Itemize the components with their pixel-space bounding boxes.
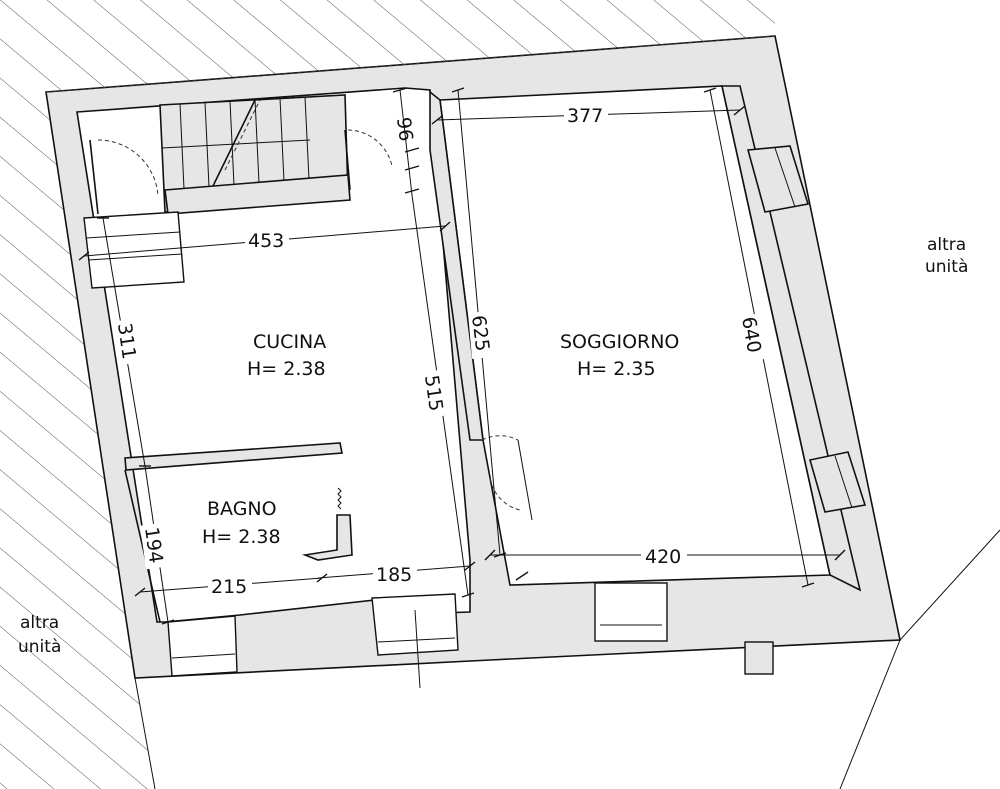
door-entrance	[89, 139, 159, 215]
window-bottom-bagno	[167, 615, 238, 677]
dim-515: 515	[420, 374, 447, 413]
adjacent-left-line1: altra	[20, 613, 59, 633]
room-soggiorno-height: H= 2.35	[577, 358, 656, 380]
dim-420: 420	[645, 546, 681, 568]
dim-185: 185	[376, 564, 412, 586]
entrance-landing	[83, 211, 185, 289]
room-cucina-height: H= 2.38	[247, 358, 326, 380]
boundary-dashed	[45, 35, 776, 93]
exterior-line-3	[134, 677, 156, 789]
exterior-line-1	[899, 529, 1000, 641]
adjacent-right-line2: unità	[925, 257, 968, 277]
partition-wall	[429, 90, 484, 441]
door-upper-right	[344, 129, 393, 191]
staircase	[159, 94, 351, 215]
door-bottom-cucina	[371, 593, 459, 689]
dim-194: 194	[140, 526, 167, 565]
exterior-line-2	[839, 639, 901, 789]
step-bottom	[744, 641, 774, 675]
adjacent-right-line1: altra	[927, 235, 966, 255]
neighbor-hatch-left	[0, 92, 155, 789]
door-soggiorno	[481, 435, 533, 521]
room-labels: CUCINA H= 2.38 SOGGIORNO H= 2.35 BAGNO H…	[202, 331, 679, 548]
dim-215: 215	[211, 576, 247, 598]
window-bottom-soggiorno	[594, 582, 668, 642]
dimension-labels: 96 377 453 311 625 640 515 194 215 185 4…	[112, 104, 766, 598]
room-bagno-name: BAGNO	[207, 498, 277, 520]
dim-311: 311	[113, 322, 140, 361]
room-soggiorno-name: SOGGIORNO	[560, 331, 679, 353]
dim-377: 377	[567, 105, 603, 127]
dim-625: 625	[467, 314, 493, 353]
window-right-lower	[808, 451, 867, 513]
room-cucina-name: CUCINA	[253, 331, 326, 353]
dim-453: 453	[248, 230, 284, 252]
bathroom-fixture	[301, 487, 353, 561]
window-right-upper	[746, 145, 810, 213]
bathroom-partition	[124, 442, 343, 471]
neighbor-hatch-top	[0, 0, 775, 92]
dim-96: 96	[392, 116, 417, 143]
room-bagno-height: H= 2.38	[202, 526, 281, 548]
adjacent-left-line2: unità	[18, 637, 61, 657]
